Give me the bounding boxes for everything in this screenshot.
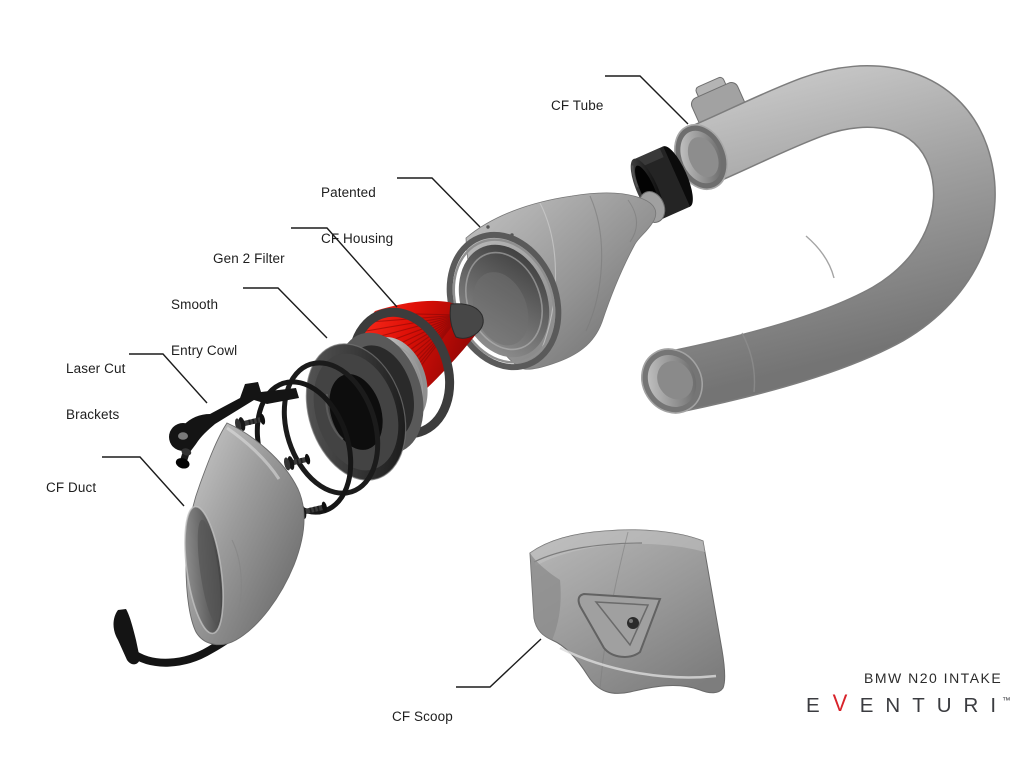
duct-opening [184,505,224,635]
housing-contour [627,199,637,243]
tube-lower-opening [641,348,703,414]
bracket-hole [178,432,188,440]
bracket-pin [175,448,192,469]
filter-tip-cap [449,303,484,339]
cf-housing-part [446,191,666,371]
bolt [283,453,311,471]
tube-body [671,66,995,411]
cf-tube-part [641,65,996,414]
leader-smooth-entry-cowl [243,287,328,339]
scoop-lip-line [533,542,643,563]
logo-letter: E [806,694,820,717]
scoop-bolt [627,617,639,629]
duct-crease [231,539,242,613]
leader-cf-tube [605,75,689,125]
tube-seam [805,235,835,279]
housing-rivet [486,225,490,229]
leader-cf-housing [397,177,481,228]
mounting-ring-rear [281,360,381,496]
laser-cut-brackets-part [169,382,299,469]
label-line: Smooth [171,297,219,313]
scoop-pocket [577,592,662,658]
bracket-arm [172,382,299,452]
label-smooth-entry-cowl: Smooth Entry Cowl [171,267,237,373]
label-laser-cut-brackets: Laser Cut Brackets [66,331,125,437]
label-line: Gen 2 Filter [213,251,285,267]
duct-highlight [226,426,281,480]
logo-letter: E [859,694,874,717]
model-name: BMW N20 INTAKE [864,670,1003,686]
scoop-highlight [559,646,717,679]
label-cf-duct: CF Duct [46,450,96,511]
scoop-top-face [530,529,705,566]
logo-letter: U [936,694,952,717]
cf-scoop-part [529,529,726,694]
housing-opening [446,231,562,371]
label-line: Brackets [66,407,120,423]
label-gen-2-filter: Gen 2 Filter [213,221,285,282]
leader-cf-duct [102,456,185,507]
trademark-symbol: ™ [1002,695,1011,705]
logo-letter-v-accent: V [832,690,848,717]
label-line: Patented [321,185,376,201]
cf-duct-part [113,422,305,667]
tube-seam [741,332,756,393]
housing-contour [585,195,603,332]
leader-gen-2-filter [291,227,398,308]
label-line: CF Duct [46,480,97,496]
leader-laser-cut-brackets [129,353,208,404]
logo-letter: R [963,694,979,717]
logo-letter: I [990,694,997,717]
label-line: CF Scoop [392,709,453,725]
label-line: Entry Cowl [171,343,238,359]
housing-contour [539,202,557,352]
leader-cf-scoop [456,638,542,688]
scoop-pocket-inner [594,601,650,647]
label-cf-scoop: CF Scoop [392,679,453,740]
leader-lines [102,75,689,688]
scoop-side-shade [530,553,561,640]
label-line: Laser Cut [66,361,126,377]
eventuri-logo: E V E N T U R I ™ [806,690,1011,718]
tube-upper-opening [673,124,729,190]
label-cf-tube: CF Tube [551,68,603,129]
scoop-bolt-highlight [629,619,633,623]
label-patented-cf-housing: Patented CF Housing [321,155,393,261]
label-line: CF Tube [551,98,604,114]
label-line: CF Housing [321,231,394,247]
logo-letter: T [912,694,925,717]
logo-letter: N [885,694,901,717]
